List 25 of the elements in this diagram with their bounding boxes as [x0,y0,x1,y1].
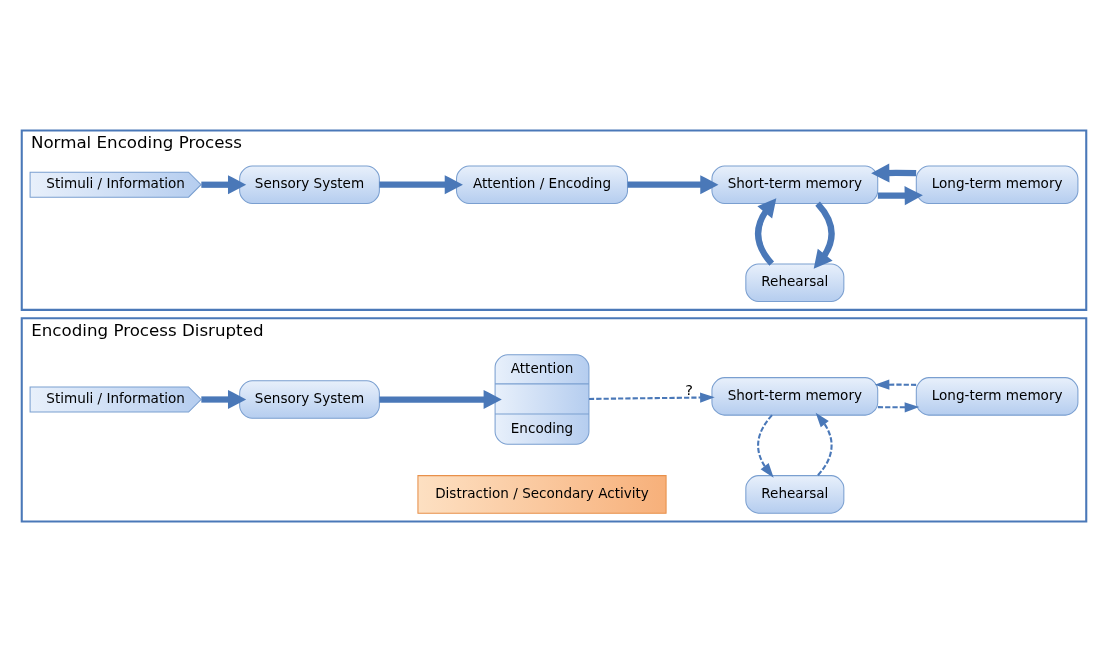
arrow [877,185,923,205]
arrow [813,200,835,269]
arrow [627,174,719,194]
arrow [201,174,247,194]
node-box: Rehearsal [745,474,845,514]
arrow [874,379,917,390]
arrow [815,412,833,476]
node-box: Attention / Encoding [456,164,628,204]
node-box: Long-term memory [915,164,1079,204]
arrow [871,162,917,183]
arrow [589,391,715,403]
edge-label: ? [685,380,693,397]
arrow [877,401,920,412]
arrow [755,197,777,266]
node-box: Short-term memory [711,164,879,204]
arrow [201,389,247,409]
arrow [379,174,463,194]
node-box: Rehearsal [745,262,845,302]
arrow [757,414,774,478]
node-box: Sensory System [239,379,380,419]
arrow [379,389,502,409]
node-box: Short-term memory [711,376,879,416]
node-box: Long-term memory [915,376,1079,416]
node-box: Distraction / Secondary Activity [417,474,667,514]
node-box: Sensory System [239,164,380,204]
